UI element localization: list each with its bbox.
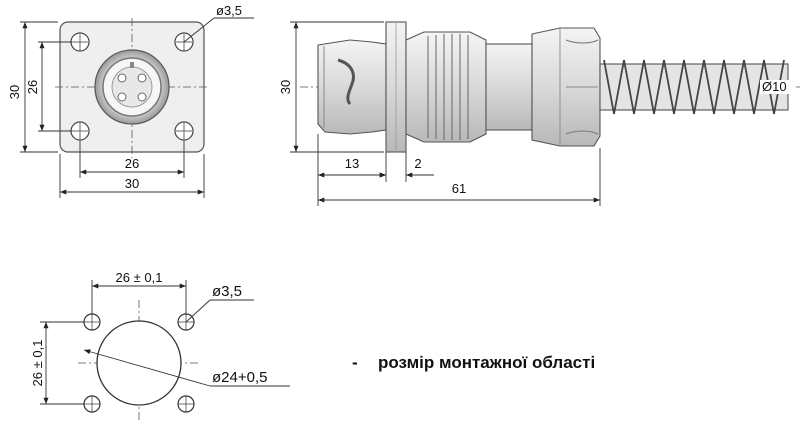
- cable-diameter-label: Ø10: [762, 79, 787, 94]
- dim-2-label: 2: [414, 156, 421, 171]
- front-width-inner-label: 26: [125, 156, 139, 171]
- total-length-label: 61: [452, 181, 466, 196]
- front-view: ø3,5 30 26 26 30: [7, 3, 254, 198]
- mount-spacing-y-label: 26 ± 0,1: [30, 340, 45, 387]
- front-hole-diameter-label: ø3,5: [216, 3, 242, 18]
- legend-dash: -: [352, 353, 358, 372]
- front-height-outer-label: 30: [7, 85, 22, 99]
- side-height-label: 30: [278, 80, 293, 94]
- ribbed-body: [405, 31, 487, 143]
- cutout-circle: [96, 320, 182, 406]
- neck: [485, 43, 533, 131]
- mount-spacing-x-label: 26 ± 0,1: [116, 270, 163, 285]
- socket-face: [94, 49, 170, 125]
- spring-coil: [603, 59, 785, 115]
- mounting-area: 26 ± 0,1 26 ± 0,1 ø3,5 ø24+0,5: [30, 270, 290, 420]
- side-view: Ø10 30 13 2 61: [278, 21, 800, 206]
- legend: - розмір монтажної області: [352, 353, 595, 372]
- cutout-diameter-label: ø24+0,5: [212, 369, 267, 386]
- legend-text: розмір монтажної області: [378, 353, 595, 372]
- front-height-inner-label: 26: [25, 80, 40, 94]
- front-width-outer-label: 30: [125, 176, 139, 191]
- mounting-holes: [70, 32, 194, 141]
- mount-hole-diameter-label: ø3,5: [212, 283, 242, 300]
- dim-13-label: 13: [345, 156, 359, 171]
